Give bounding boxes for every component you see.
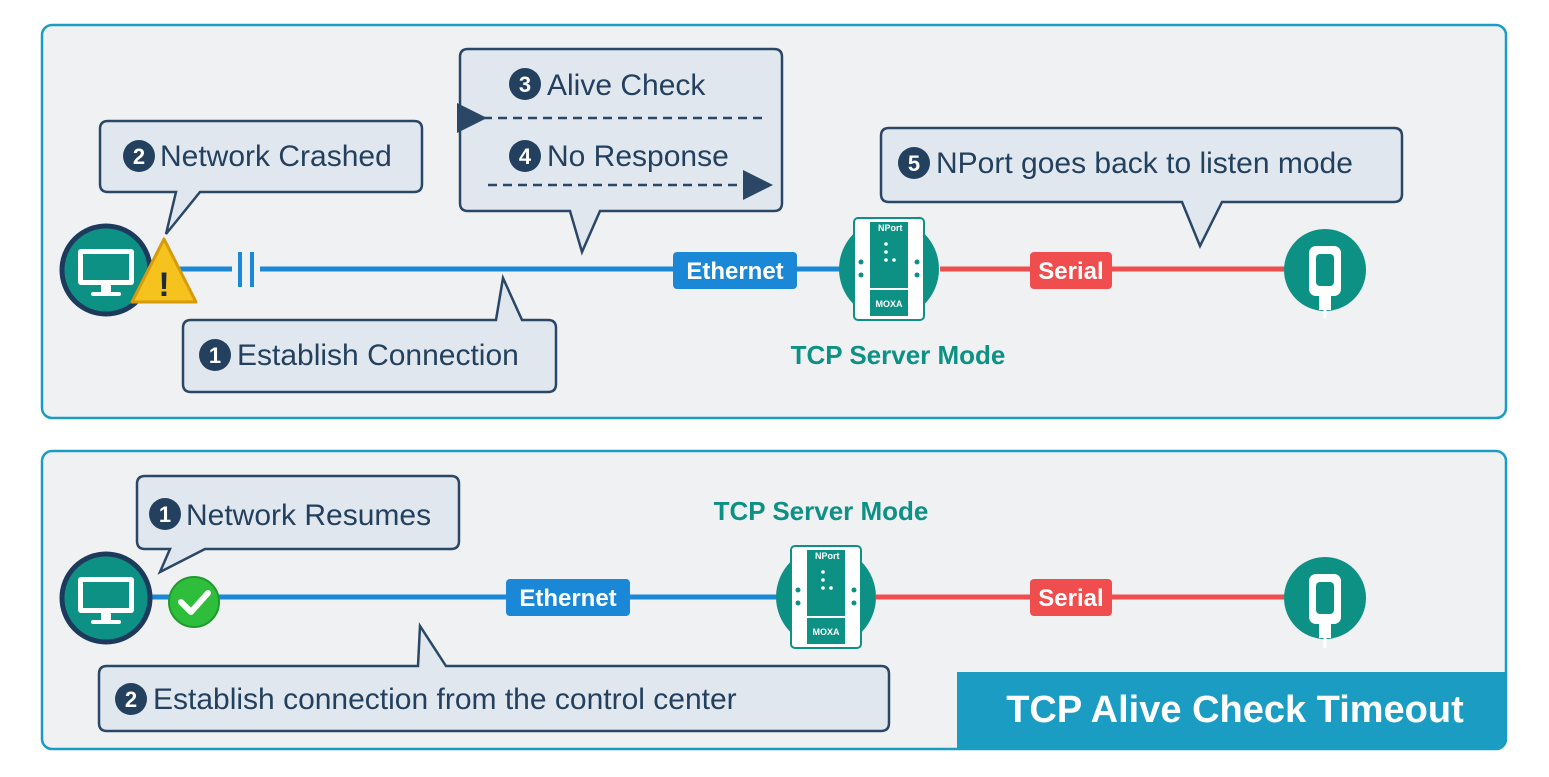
svg-text:Ethernet: Ethernet <box>519 585 616 612</box>
bottom-panel: NPort MOXA Ethernet Serial TCP <box>40 449 1508 751</box>
serial-badge: Serial <box>1030 579 1112 616</box>
computer-icon <box>59 551 153 645</box>
svg-text:2: 2 <box>125 687 137 712</box>
device-brand-top: NPort <box>878 223 903 233</box>
broken-link-marker <box>232 252 260 287</box>
top-panel: ! NPort MOXA <box>40 23 1508 420</box>
svg-text:Serial: Serial <box>1038 258 1103 285</box>
svg-text:Ethernet: Ethernet <box>686 258 783 285</box>
check-icon <box>168 576 220 628</box>
svg-text:2: 2 <box>133 144 145 169</box>
svg-text:Alive Check: Alive Check <box>547 69 706 102</box>
serial-badge: Serial <box>1030 252 1112 289</box>
warning-icon: ! <box>130 237 198 304</box>
svg-text:5: 5 <box>908 151 920 176</box>
callout-network-crashed: 2 Network Crashed <box>98 119 424 235</box>
svg-text:TCP Alive Check Timeout: TCP Alive Check Timeout <box>1006 689 1464 731</box>
ethernet-badge: Ethernet <box>673 252 797 289</box>
svg-text:3: 3 <box>519 72 531 97</box>
serial-connector-icon <box>1284 229 1366 318</box>
ethernet-badge: Ethernet <box>506 579 630 616</box>
callout-listen-mode: 5 NPort goes back to listen mode <box>879 126 1404 250</box>
svg-text:NPort goes back to listen mode: NPort goes back to listen mode <box>936 147 1353 180</box>
device-brand-top: NPort <box>815 551 840 561</box>
mode-label: TCP Server Mode <box>714 496 929 526</box>
callout-establish-from-control-center: 2 Establish connection from the control … <box>97 622 891 733</box>
mode-label: TCP Server Mode <box>791 340 1006 370</box>
device-brand-bottom: MOXA <box>876 299 904 309</box>
svg-text:No Response: No Response <box>547 140 729 173</box>
svg-text:Network Crashed: Network Crashed <box>160 140 392 173</box>
svg-text:1: 1 <box>209 343 221 368</box>
svg-text:Establish Connection: Establish Connection <box>237 339 519 372</box>
svg-text:4: 4 <box>519 144 532 169</box>
diagram-title: TCP Alive Check Timeout <box>957 672 1506 749</box>
nport-device-icon: NPort MOXA <box>839 217 939 321</box>
svg-text:Serial: Serial <box>1038 585 1103 612</box>
callout-establish-connection: 1 Establish Connection <box>181 273 558 394</box>
serial-connector-icon <box>1284 557 1366 648</box>
device-brand-bottom: MOXA <box>813 627 841 637</box>
svg-text:Establish connection from the: Establish connection from the control ce… <box>153 683 737 716</box>
svg-text:1: 1 <box>159 502 171 527</box>
computer-icon <box>59 223 153 317</box>
callout-network-resumes: 1 Network Resumes <box>135 474 461 575</box>
callout-alive-check: 3 Alive Check 4 No Response <box>457 47 784 256</box>
svg-text:!: ! <box>158 266 169 304</box>
nport-device-icon: NPort MOXA <box>776 545 876 649</box>
svg-text:Network Resumes: Network Resumes <box>186 499 431 532</box>
